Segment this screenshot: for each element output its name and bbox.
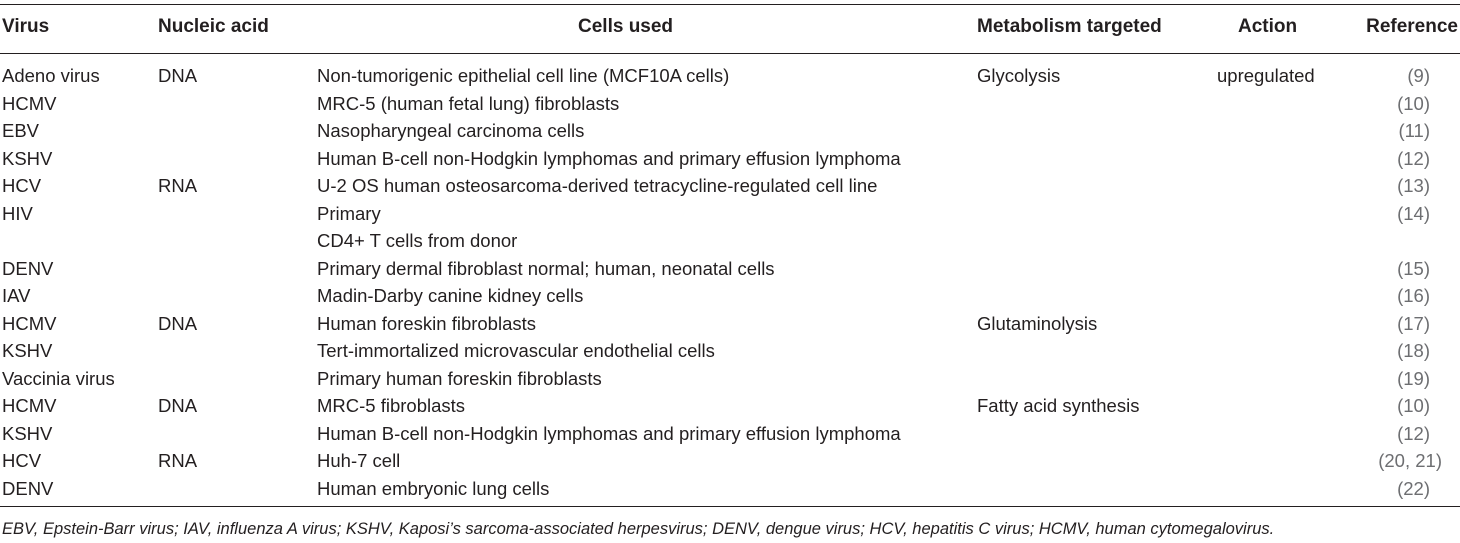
cell-cells-used: U-2 OS human osteosarcoma-derived tetrac…: [317, 175, 878, 196]
cell-cells-used: Human B-cell non-Hodgkin lymphomas and p…: [317, 147, 901, 169]
table-row: HCV RNA U-2 OS human osteosarcoma-derived …: [0, 172, 1460, 200]
cell-virus: KSHV: [2, 340, 53, 361]
cell-virus: IAV: [2, 285, 31, 306]
cell-cells-used: Huh-7 cell: [317, 450, 401, 471]
cell-cells-used: MRC-5 (human fetal lung) fibroblasts: [317, 92, 620, 114]
cell-virus: KSHV: [2, 147, 53, 169]
cell-reference[interactable]: (19): [1397, 367, 1430, 389]
cell-nucleic-acid: DNA: [158, 312, 198, 334]
cell-virus: DENV: [2, 257, 54, 279]
cell-cells-used: Human B-cell non-Hodgkin lymphomas and p…: [317, 422, 901, 444]
table-row: EBV Nasopharyngeal carcinoma cells (11): [0, 117, 1460, 145]
header-reference: Reference: [1366, 16, 1458, 37]
cell-reference[interactable]: (22): [1397, 477, 1430, 499]
cell-cells-used: Human embryonic lung cells: [317, 477, 550, 499]
cell-reference[interactable]: (18): [1397, 340, 1430, 361]
cell-reference[interactable]: (14): [1397, 202, 1430, 224]
cell-virus: HCMV: [2, 312, 57, 334]
cell-virus: DENV: [2, 477, 54, 499]
cell-nucleic-acid: DNA: [158, 395, 198, 416]
header-virus: Virus: [2, 16, 50, 37]
table-row: KSHV Tert-immortalized microvascular endo…: [0, 337, 1460, 365]
cell-metabolism-targeted: Glycolysis: [977, 65, 1061, 86]
table-row: HIV Primary (14): [0, 200, 1460, 228]
cell-virus: HCMV: [2, 92, 57, 114]
table-row: KSHV Human B-cell non-Hodgkin lymphomas a…: [0, 420, 1460, 448]
cell-metabolism-targeted: Glutaminolysis: [977, 312, 1098, 334]
cell-cells-used: CD4+ T cells from donor: [317, 230, 518, 251]
table-row: DENV Primary dermal fibroblast normal; hu…: [0, 255, 1460, 283]
cell-cells-used: Human foreskin fibroblasts: [317, 312, 537, 334]
cell-reference[interactable]: (10): [1397, 395, 1430, 416]
cell-nucleic-acid: RNA: [158, 175, 198, 196]
cell-reference[interactable]: (16): [1397, 285, 1430, 306]
cell-cells-used: Primary human foreskin fibroblasts: [317, 367, 602, 389]
table-top-rule: [0, 4, 1460, 5]
table-row: CD4+ T cells from donor: [0, 227, 1460, 255]
cell-action: upregulated: [1217, 65, 1315, 86]
cell-cells-used: Primary: [317, 202, 381, 224]
table-row: HCV RNA Huh-7 cell (20, 21): [0, 447, 1460, 475]
cell-virus: HCV: [2, 450, 42, 471]
cell-cells-used: Primary dermal fibroblast normal; human,…: [317, 257, 775, 279]
cell-reference[interactable]: (12): [1397, 422, 1430, 444]
cell-virus: Adeno virus: [2, 65, 100, 86]
header-nucleic-acid: Nucleic acid: [158, 16, 269, 37]
cell-virus: KSHV: [2, 422, 53, 444]
cell-reference[interactable]: (17): [1397, 312, 1430, 334]
table-row: DENV Human embryonic lung cells (22): [0, 475, 1460, 503]
cell-reference[interactable]: (20, 21): [1378, 450, 1442, 471]
cell-virus: EBV: [2, 120, 40, 141]
table-bottom-rule: [0, 506, 1460, 507]
cell-nucleic-acid: RNA: [158, 450, 198, 471]
cell-reference[interactable]: (12): [1397, 147, 1430, 169]
header-cells-used: Cells used: [578, 16, 674, 37]
table-row: HCMV DNA MRC-5 fibroblasts Fatty acid synth…: [0, 392, 1460, 420]
cell-reference[interactable]: (13): [1397, 175, 1430, 196]
table-row: HCMV MRC-5 (human fetal lung) fibroblasts…: [0, 90, 1460, 118]
cell-reference[interactable]: (11): [1398, 120, 1430, 141]
table-row: Vaccinia virus Primary human foreskin fib…: [0, 365, 1460, 393]
header-metabolism-targeted: Metabolism targeted: [977, 16, 1162, 37]
table-footnote: EBV, Epstein-Barr virus; IAV, influenza …: [2, 520, 1275, 538]
table-row: KSHV Human B-cell non-Hodgkin lymphomas a…: [0, 145, 1460, 173]
cell-reference[interactable]: (9): [1407, 65, 1430, 86]
cell-cells-used: Nasopharyngeal carcinoma cells: [317, 120, 585, 141]
header-rule: [0, 53, 1460, 54]
cell-cells-used: MRC-5 fibroblasts: [317, 395, 466, 416]
header-action: Action: [1238, 16, 1298, 37]
cell-nucleic-acid: DNA: [158, 65, 198, 86]
cell-reference[interactable]: (15): [1397, 257, 1430, 279]
cell-virus: HCV: [2, 175, 42, 196]
table-row: Adeno virus DNA Non-tumorigenic epithelial…: [0, 62, 1460, 90]
cell-virus: HCMV: [2, 395, 57, 416]
cell-cells-used: Non-tumorigenic epithelial cell line (MC…: [317, 65, 730, 86]
cell-virus: HIV: [2, 202, 33, 224]
table-row: IAV Madin-Darby canine kidney cells (16): [0, 282, 1460, 310]
table-row: HCMV DNA Human foreskin fibroblasts Glutami…: [0, 310, 1460, 338]
cell-cells-used: Madin-Darby canine kidney cells: [317, 285, 584, 306]
cell-virus: Vaccinia virus: [2, 367, 115, 389]
cell-reference[interactable]: (10): [1397, 92, 1430, 114]
cell-cells-used: Tert-immortalized microvascular endothel…: [317, 340, 715, 361]
cell-metabolism-targeted: Fatty acid synthesis: [977, 395, 1140, 416]
